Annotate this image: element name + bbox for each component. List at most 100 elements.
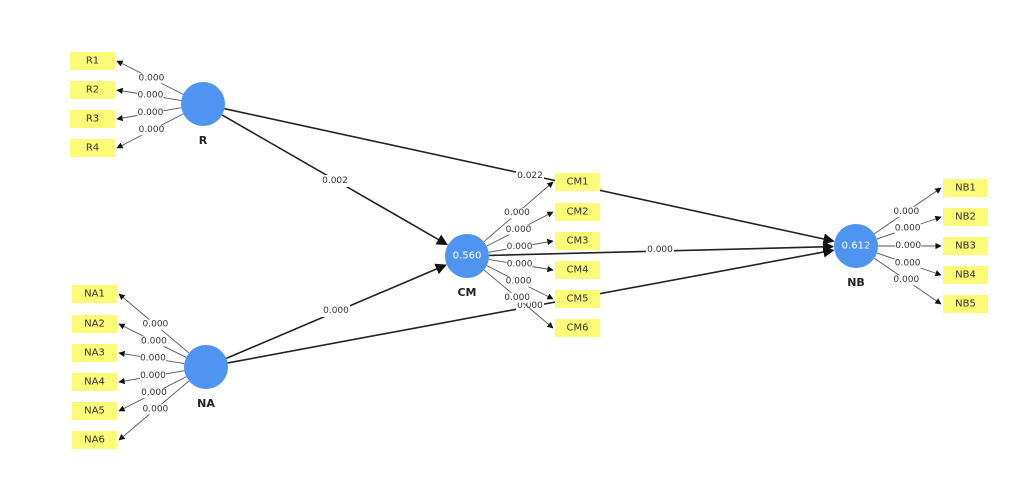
loading-nb3[interactable]: 0.000 — [878, 241, 942, 251]
indicator-na6[interactable]: NA6 — [72, 431, 117, 449]
indicator-nb5[interactable]: NB5 — [943, 295, 988, 313]
loading-label-bg — [139, 353, 166, 364]
indicator-box[interactable] — [943, 266, 988, 284]
construct-circle[interactable] — [181, 82, 225, 126]
loading-nb4[interactable]: 0.000 — [876, 252, 942, 277]
indicator-na2[interactable]: NA2 — [72, 315, 117, 333]
indicator-box[interactable] — [72, 285, 117, 303]
indicator-label: NA5 — [84, 406, 105, 417]
loading-cm3[interactable]: 0.000 — [488, 238, 554, 253]
loading-cm5[interactable]: 0.000 — [486, 265, 554, 300]
indicator-box[interactable] — [555, 203, 600, 221]
indicator-box[interactable] — [555, 232, 600, 250]
indicator-label: NA6 — [84, 435, 105, 446]
loading-cm6[interactable]: 0.000 — [483, 269, 554, 329]
path-r-to-cm[interactable]: 0.002 — [221, 114, 449, 246]
loading-value: 0.000 — [140, 371, 166, 381]
loading-label-bg — [137, 90, 164, 101]
construct-circle[interactable] — [445, 234, 489, 278]
indicator-box[interactable] — [555, 290, 600, 308]
loading-cm1[interactable]: 0.000 — [483, 181, 554, 243]
indicator-na4[interactable]: NA4 — [72, 373, 117, 391]
indicator-label: CM6 — [567, 323, 589, 334]
loading-r3[interactable]: 0.000 — [116, 107, 182, 122]
loading-r2[interactable]: 0.000 — [116, 87, 182, 101]
indicator-cm2[interactable]: CM2 — [555, 203, 600, 221]
loading-label-bg — [504, 208, 531, 219]
loading-cm2[interactable]: 0.000 — [486, 211, 554, 247]
loading-value: 0.000 — [895, 259, 921, 269]
loading-na6[interactable]: 0.000 — [118, 380, 190, 441]
path-r-to-nb[interactable]: 0.022 — [224, 107, 835, 245]
indicator-r4[interactable]: R4 — [70, 139, 115, 157]
indicator-box[interactable] — [72, 315, 117, 333]
construct-circle[interactable] — [184, 345, 228, 389]
indicator-r2[interactable]: R2 — [70, 81, 115, 99]
indicator-box[interactable] — [943, 295, 988, 313]
construct-label: NB — [847, 276, 865, 289]
indicator-box[interactable] — [555, 319, 600, 337]
loading-r4[interactable]: 0.000 — [116, 113, 184, 149]
indicator-box[interactable] — [943, 208, 988, 226]
loading-label-bg — [138, 73, 165, 84]
loading-na2[interactable]: 0.000 — [118, 323, 187, 358]
indicator-box[interactable] — [70, 110, 115, 128]
indicator-nb3[interactable]: NB3 — [943, 237, 988, 255]
indicator-box[interactable] — [72, 402, 117, 420]
loading-value: 0.000 — [141, 336, 167, 346]
indicator-box[interactable] — [70, 52, 115, 70]
loading-label-bg — [505, 224, 532, 235]
path-na-to-cm[interactable]: 0.000 — [225, 263, 447, 360]
indicator-box[interactable] — [943, 237, 988, 255]
indicator-box[interactable] — [555, 173, 600, 191]
construct-label: CM — [457, 286, 476, 299]
loading-nb5[interactable]: 0.000 — [874, 257, 942, 305]
indicator-box[interactable] — [943, 179, 988, 197]
indicator-na5[interactable]: NA5 — [72, 402, 117, 420]
indicator-box[interactable] — [72, 344, 117, 362]
construct-r[interactable]: R — [181, 82, 225, 147]
indicator-box[interactable] — [72, 431, 117, 449]
indicator-nb4[interactable]: NB4 — [943, 266, 988, 284]
indicator-na1[interactable]: NA1 — [72, 285, 117, 303]
loading-value: 0.000 — [504, 208, 530, 218]
indicator-r3[interactable]: R3 — [70, 110, 115, 128]
indicator-cm3[interactable]: CM3 — [555, 232, 600, 250]
indicator-nb1[interactable]: NB1 — [943, 179, 988, 197]
indicator-nb2[interactable]: NB2 — [943, 208, 988, 226]
loading-na5[interactable]: 0.000 — [118, 376, 187, 412]
indicator-box[interactable] — [555, 261, 600, 279]
indicator-box[interactable] — [72, 373, 117, 391]
loading-na4[interactable]: 0.000 — [118, 370, 185, 385]
indicator-r1[interactable]: R1 — [70, 52, 115, 70]
loading-na3[interactable]: 0.000 — [118, 350, 185, 365]
loading-value: 0.000 — [893, 275, 919, 285]
indicator-cm1[interactable]: CM1 — [555, 173, 600, 191]
indicator-box[interactable] — [70, 139, 115, 157]
indicator-cm6[interactable]: CM6 — [555, 319, 600, 337]
indicator-label: CM5 — [567, 294, 589, 305]
construct-circle[interactable] — [834, 224, 878, 268]
indicator-na3[interactable]: NA3 — [72, 344, 117, 362]
loading-cm4[interactable]: 0.000 — [488, 259, 554, 273]
indicator-cm4[interactable]: CM4 — [555, 261, 600, 279]
loading-na1[interactable]: 0.000 — [118, 293, 190, 354]
loading-label-bg — [142, 404, 169, 415]
construct-na[interactable]: NA — [184, 345, 228, 410]
loading-nb2[interactable]: 0.000 — [876, 215, 942, 240]
indicator-label: NA3 — [84, 348, 105, 359]
path-cm-to-nb[interactable]: 0.000 — [488, 241, 835, 257]
loading-nb1[interactable]: 0.000 — [874, 187, 942, 235]
path-label-bg — [322, 305, 350, 317]
loading-label-bg — [506, 241, 533, 252]
construct-label: R — [199, 134, 208, 147]
loading-label-bg — [895, 241, 922, 251]
loading-label-bg — [506, 259, 533, 270]
indicator-box[interactable] — [70, 81, 115, 99]
loading-r1[interactable]: 0.000 — [116, 60, 184, 95]
indicator-cm5[interactable]: CM5 — [555, 290, 600, 308]
loading-label-bg — [504, 292, 531, 303]
loading-value: 0.000 — [143, 404, 169, 414]
